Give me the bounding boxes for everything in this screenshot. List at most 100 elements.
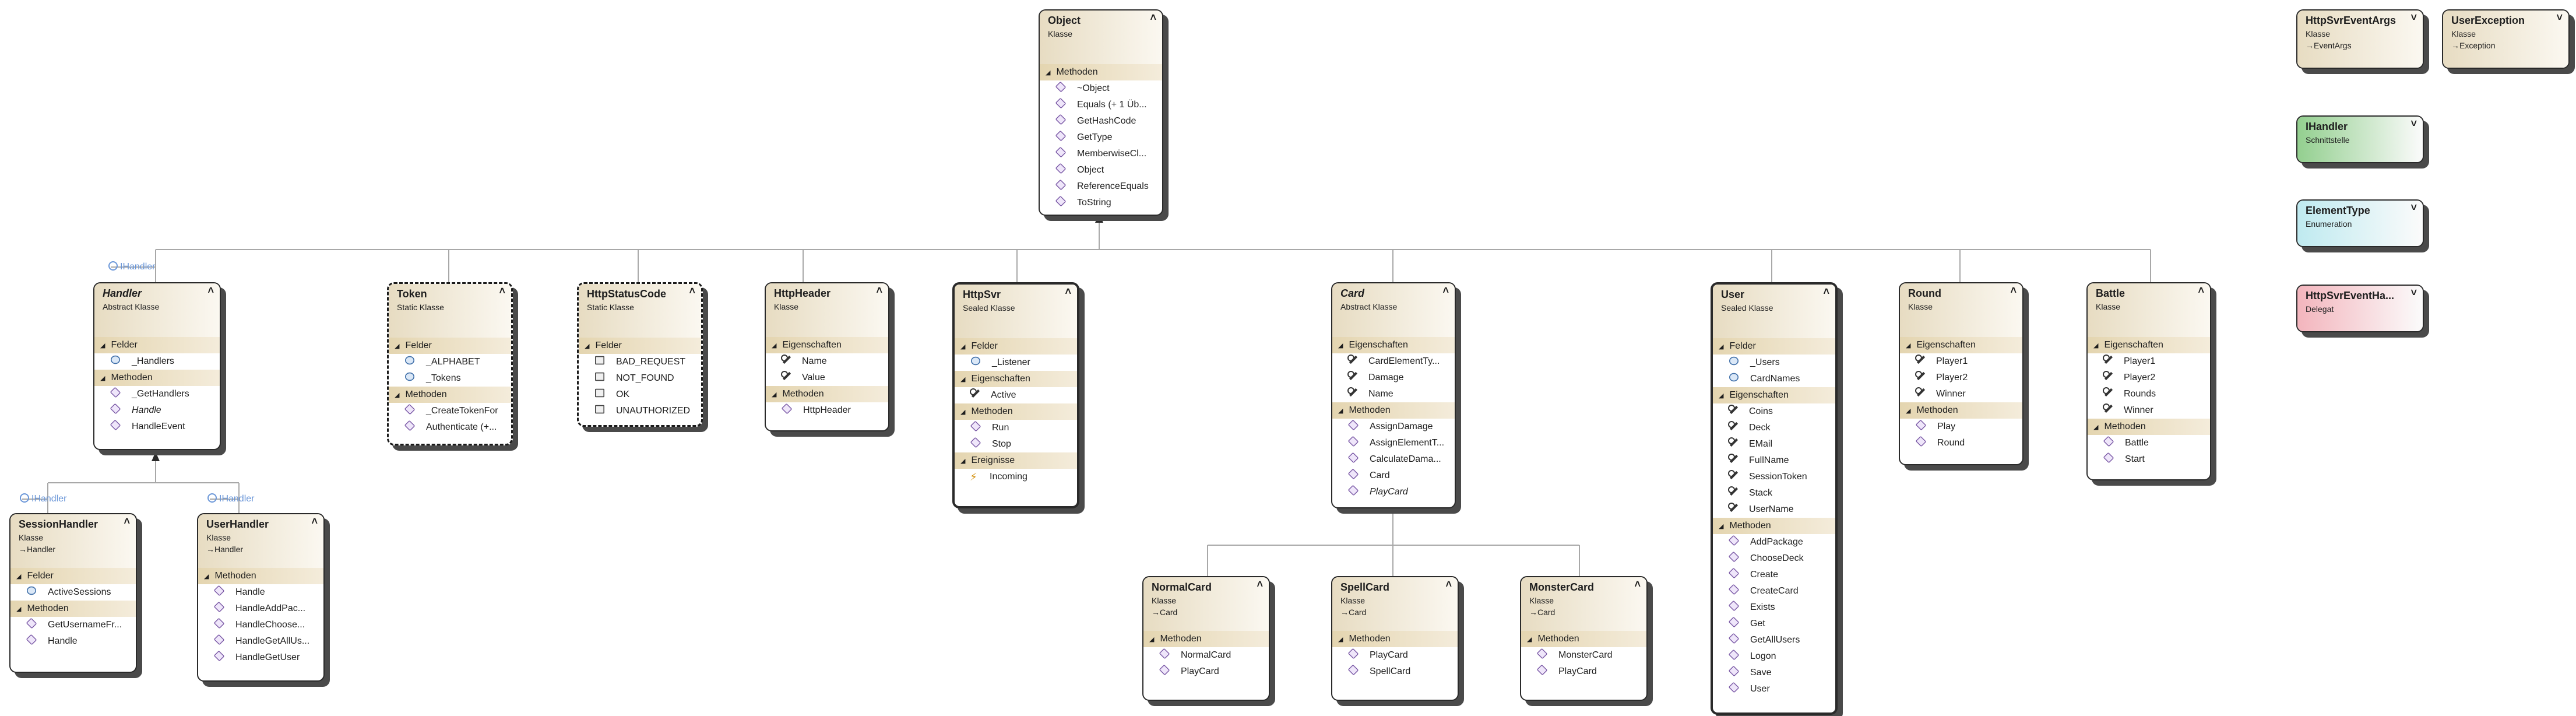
member-row[interactable]: NOT_FOUND xyxy=(579,370,701,387)
class-httpsvreventargs[interactable]: HttpSvrEventArgsKlasseEventArgs˅ xyxy=(2296,9,2424,69)
collapse-chevron-icon[interactable]: ˄ xyxy=(1065,286,1071,297)
section-header[interactable]: Felder xyxy=(389,338,511,354)
section-header[interactable]: Methoden xyxy=(1900,402,2022,419)
section-header[interactable]: Eigenschaften xyxy=(1900,337,2022,353)
member-row[interactable]: CreateCard xyxy=(1713,583,1835,599)
section-header[interactable]: Methoden xyxy=(389,387,511,403)
member-row[interactable]: Name xyxy=(766,353,888,370)
member-row[interactable]: Round xyxy=(1900,435,2022,451)
member-row[interactable]: EMail xyxy=(1713,436,1835,452)
member-row[interactable]: Name xyxy=(1332,386,1455,402)
member-row[interactable]: Play xyxy=(1900,419,2022,435)
section-header[interactable]: Eigenschaften xyxy=(2088,337,2210,353)
member-row[interactable]: Rounds xyxy=(2088,386,2210,402)
member-row[interactable]: Get xyxy=(1713,616,1835,632)
member-row[interactable]: HandleEvent xyxy=(94,419,220,435)
member-row[interactable]: Winner xyxy=(2088,402,2210,419)
member-row[interactable]: Player2 xyxy=(1900,370,2022,386)
section-header[interactable]: Methoden xyxy=(10,601,136,617)
section-header[interactable]: Methoden xyxy=(1521,631,1646,647)
member-row[interactable]: HandleChoose... xyxy=(198,617,323,633)
expand-chevron-icon[interactable]: ˅ xyxy=(2556,12,2563,23)
class-userexception[interactable]: UserExceptionKlasseException˅ xyxy=(2442,9,2570,69)
member-row[interactable]: Equals (+ 1 Üb... xyxy=(1040,97,1162,113)
member-row[interactable]: AssignElementT... xyxy=(1332,435,1455,451)
member-row[interactable]: HandleGetAllUs... xyxy=(198,633,323,650)
member-row[interactable]: Exists xyxy=(1713,599,1835,616)
class-sessionhandler[interactable]: SessionHandlerKlasseHandler˄FelderActive… xyxy=(9,513,137,673)
section-header[interactable]: Eigenschaften xyxy=(1332,337,1455,353)
member-row[interactable]: HttpHeader xyxy=(766,402,888,419)
expand-chevron-icon[interactable]: ˅ xyxy=(2410,12,2417,23)
member-row[interactable]: Save xyxy=(1713,665,1835,681)
member-row[interactable]: Player1 xyxy=(2088,353,2210,370)
member-row[interactable]: Card xyxy=(1332,468,1455,484)
member-row[interactable]: NormalCard xyxy=(1143,647,1269,664)
member-row[interactable]: UserName xyxy=(1713,501,1835,518)
member-row[interactable]: CardNames xyxy=(1713,371,1835,387)
section-header[interactable]: Eigenschaften xyxy=(1713,387,1835,403)
member-row[interactable]: _Users xyxy=(1713,355,1835,371)
section-header[interactable]: Felder xyxy=(579,338,701,354)
member-row[interactable]: MonsterCard xyxy=(1521,647,1646,664)
member-row[interactable]: PlayCard xyxy=(1332,484,1455,500)
collapse-chevron-icon[interactable]: ˄ xyxy=(876,285,882,296)
expand-chevron-icon[interactable]: ˅ xyxy=(2410,287,2417,299)
class-spellcard[interactable]: SpellCardKlasseCard˄MethodenPlayCardSpel… xyxy=(1331,576,1459,701)
member-row[interactable]: Value xyxy=(766,370,888,386)
section-header[interactable]: Methoden xyxy=(1143,631,1269,647)
delegate-httpsvreventhandler[interactable]: HttpSvrEventHa...Delegat˅ xyxy=(2296,285,2424,332)
member-row[interactable]: PlayCard xyxy=(1332,647,1458,664)
member-row[interactable]: GetHashCode xyxy=(1040,113,1162,129)
member-row[interactable]: FullName xyxy=(1713,452,1835,469)
member-row[interactable]: ReferenceEquals xyxy=(1040,178,1162,195)
member-row[interactable]: PlayCard xyxy=(1521,664,1646,680)
section-header[interactable]: Methoden xyxy=(1040,64,1162,80)
collapse-chevron-icon[interactable]: ˄ xyxy=(311,515,318,527)
member-row[interactable]: Player1 xyxy=(1900,353,2022,370)
member-row[interactable]: ~Object xyxy=(1040,80,1162,97)
section-header[interactable]: Felder xyxy=(94,337,220,353)
collapse-chevron-icon[interactable]: ˄ xyxy=(1150,12,1156,23)
member-row[interactable]: OK xyxy=(579,387,701,403)
section-header[interactable]: Felder xyxy=(955,338,1077,355)
member-row[interactable]: _Listener xyxy=(955,355,1077,371)
collapse-chevron-icon[interactable]: ˄ xyxy=(1823,286,1829,297)
member-row[interactable]: Incoming xyxy=(955,469,1077,485)
member-row[interactable]: HandleGetUser xyxy=(198,650,323,666)
member-row[interactable]: GetUsernameFr... xyxy=(10,617,136,633)
section-header[interactable]: Methoden xyxy=(2088,419,2210,435)
section-header[interactable]: Methoden xyxy=(1332,402,1455,419)
class-userhandler[interactable]: UserHandlerKlasseHandler˄MethodenHandleH… xyxy=(197,513,325,682)
class-monstercard[interactable]: MonsterCardKlasseCard˄MethodenMonsterCar… xyxy=(1520,576,1648,701)
member-row[interactable]: Stop xyxy=(955,436,1077,452)
member-row[interactable]: Create xyxy=(1713,567,1835,583)
member-row[interactable]: Battle xyxy=(2088,435,2210,451)
collapse-chevron-icon[interactable]: ˄ xyxy=(1257,578,1263,590)
member-row[interactable]: _ALPHABET xyxy=(389,354,511,370)
collapse-chevron-icon[interactable]: ˄ xyxy=(2198,285,2204,296)
section-header[interactable]: Methoden xyxy=(1332,631,1458,647)
member-row[interactable]: BAD_REQUEST xyxy=(579,354,701,370)
member-row[interactable]: CalculateDama... xyxy=(1332,451,1455,468)
member-row[interactable]: ChooseDeck xyxy=(1713,550,1835,567)
member-row[interactable]: _CreateTokenFor xyxy=(389,403,511,419)
member-row[interactable]: _Tokens xyxy=(389,370,511,387)
section-header[interactable]: Methoden xyxy=(198,568,323,584)
member-row[interactable]: ToString xyxy=(1040,195,1162,211)
member-row[interactable]: Winner xyxy=(1900,386,2022,402)
member-row[interactable]: AssignDamage xyxy=(1332,419,1455,435)
member-row[interactable]: CardElementTy... xyxy=(1332,353,1455,370)
section-header[interactable]: Methoden xyxy=(1713,518,1835,534)
member-row[interactable]: _Handlers xyxy=(94,353,220,370)
expand-chevron-icon[interactable]: ˅ xyxy=(2410,118,2417,129)
section-header[interactable]: Methoden xyxy=(955,403,1077,420)
class-round[interactable]: RoundKlasse˄EigenschaftenPlayer1Player2W… xyxy=(1899,282,2024,465)
section-header[interactable]: Eigenschaften xyxy=(955,371,1077,387)
